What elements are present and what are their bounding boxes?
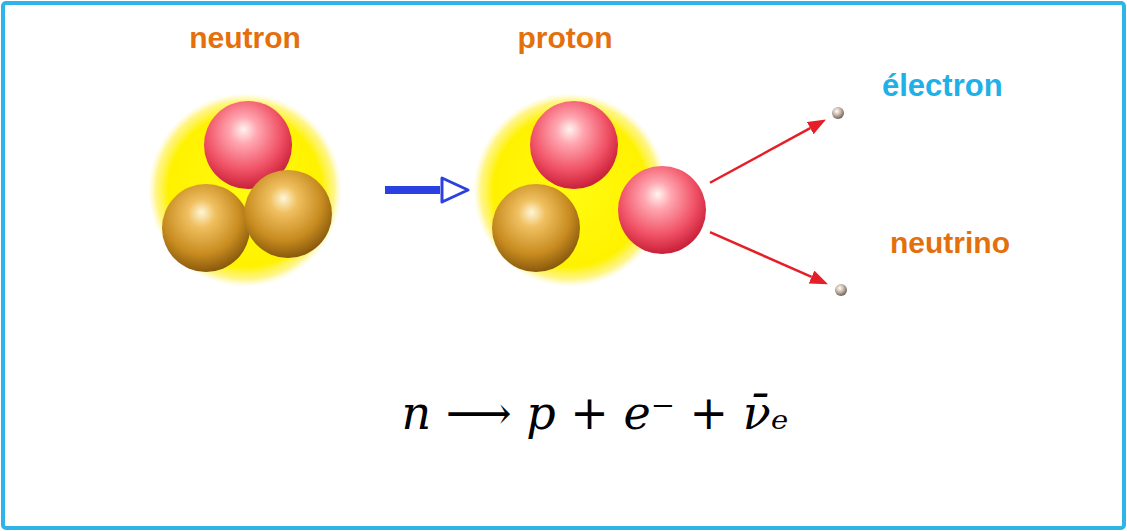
- particle-name: neutrino: [890, 226, 1010, 261]
- emission-arrow: [710, 128, 810, 183]
- emission-arrow: [710, 232, 812, 277]
- particle-node: neutron: [150, 95, 340, 285]
- neutron-sphere: [162, 184, 250, 272]
- particle-name: électron: [882, 68, 1003, 104]
- proton-sphere: [618, 166, 706, 254]
- proton-figure: [474, 94, 706, 286]
- particle-node: neutrino: [828, 226, 1014, 298]
- neutron-sphere: [492, 184, 580, 272]
- transform-arrow: [385, 186, 440, 194]
- frame-border: [3, 3, 1124, 528]
- neutron-figure: [149, 94, 341, 286]
- particle-dot: [832, 107, 844, 119]
- particle-name: neutron: [189, 21, 301, 56]
- particle-name: proton: [518, 21, 613, 56]
- nucleon-glow: [149, 94, 341, 286]
- proton-sphere: [530, 101, 618, 189]
- particle-node: électron: [826, 68, 1007, 126]
- decay-equation: n ⟶ p + e⁻ + ν̄ₑ: [401, 386, 788, 441]
- particle-dot: [835, 284, 847, 296]
- particle-node: proton: [470, 95, 710, 285]
- neutron-sphere: [244, 170, 332, 258]
